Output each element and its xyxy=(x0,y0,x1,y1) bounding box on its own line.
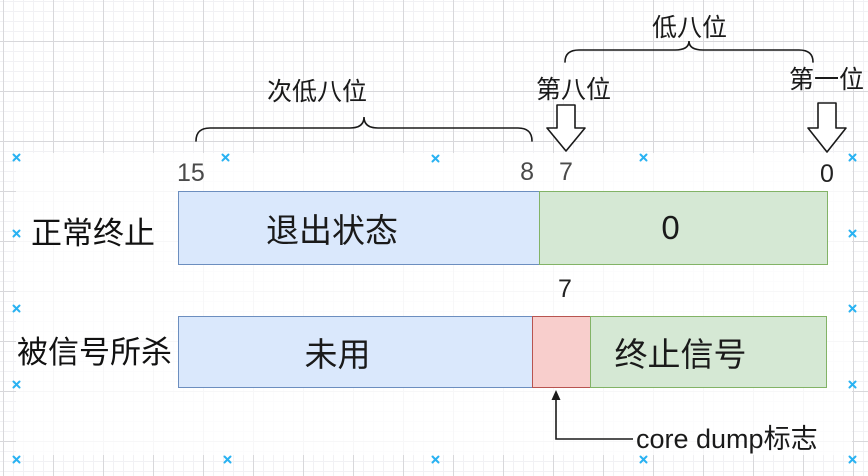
row1-exit-status-label: 退出状态 xyxy=(266,212,398,249)
bit-8-marker[interactable]: 8 xyxy=(520,158,534,186)
row1-zero-box[interactable]: 0 xyxy=(539,191,828,265)
eighth-bit-label[interactable]: 第八位 xyxy=(536,76,612,104)
row2-name[interactable]: 被信号所杀 xyxy=(17,335,172,370)
first-bit-down-arrow[interactable] xyxy=(807,102,847,153)
next-low-byte-label[interactable]: 次低八位 xyxy=(267,78,368,106)
first-bit-label[interactable]: 第一位 xyxy=(789,66,865,94)
row1-zero-label: 0 xyxy=(661,209,680,246)
row2-unused-label: 未用 xyxy=(304,336,371,373)
low-byte-brace[interactable] xyxy=(564,40,814,63)
row1-name[interactable]: 正常终止 xyxy=(31,216,155,251)
coredump-flag-label[interactable]: core dump标志 xyxy=(636,424,818,454)
bit-0-marker[interactable]: 0 xyxy=(820,160,834,188)
row1-exit-status-box[interactable]: 退出状态 xyxy=(178,191,540,265)
row2-unused-box[interactable]: 未用 xyxy=(178,316,533,388)
eighth-bit-down-arrow[interactable] xyxy=(546,104,586,152)
next-low-byte-brace[interactable] xyxy=(195,116,533,142)
row2-term-signal-label: 终止信号 xyxy=(614,336,747,373)
row2-term-signal-box[interactable]: 终止信号 xyxy=(590,316,827,388)
low-byte-label[interactable]: 低八位 xyxy=(652,14,728,42)
bit-7-marker[interactable]: 7 xyxy=(559,158,573,186)
row2-bit-7-marker[interactable]: 7 xyxy=(558,275,572,303)
bit-15-marker[interactable]: 15 xyxy=(177,159,205,187)
row2-coredump-flag-box[interactable] xyxy=(532,316,591,388)
